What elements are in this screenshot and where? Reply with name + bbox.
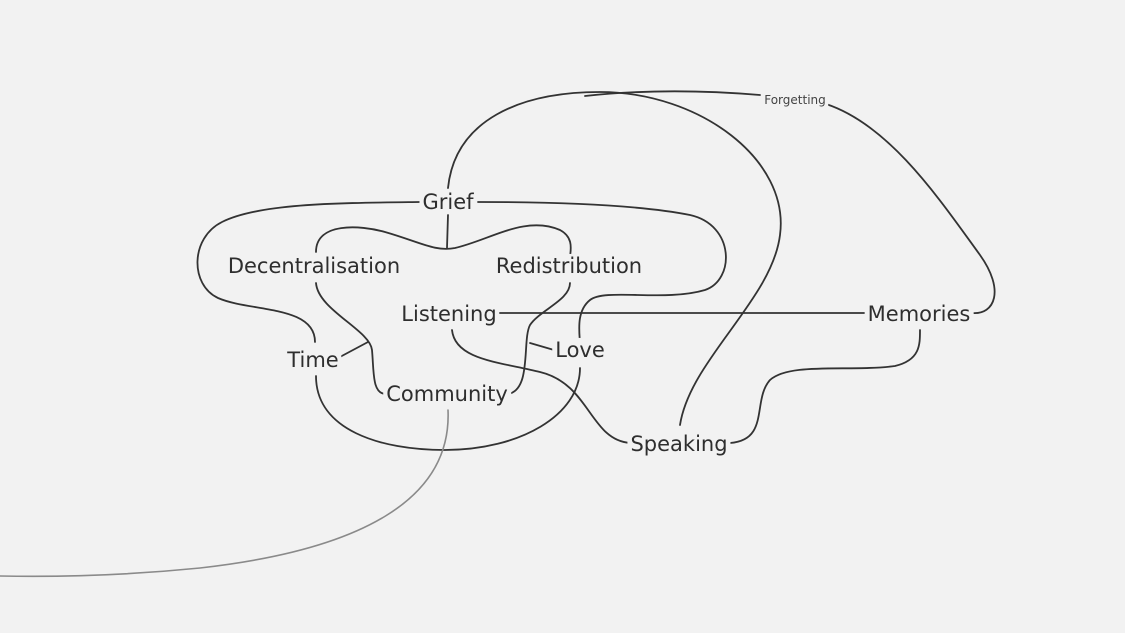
link-listening-speaking[interactable]: [451, 329, 631, 444]
node-memories[interactable]: Memories: [864, 301, 974, 327]
node-listening[interactable]: Listening: [398, 301, 500, 327]
link-grief-outer-loop[interactable]: [196, 201, 421, 343]
link-decentralisation-community[interactable]: [315, 282, 387, 395]
node-decentralisation[interactable]: Decentralisation: [224, 253, 404, 279]
node-love[interactable]: Love: [552, 337, 608, 363]
link-speaking-memories[interactable]: [729, 329, 921, 444]
node-time[interactable]: Time: [284, 347, 342, 373]
link-grief-right-loop[interactable]: [477, 201, 727, 346]
node-forgetting[interactable]: Forgetting: [762, 93, 828, 108]
link-forgetting-top[interactable]: [584, 90, 761, 97]
link-grief-forgetting-speaking[interactable]: [447, 91, 782, 426]
link-time-community[interactable]: [337, 341, 369, 359]
link-time-love-lower-loop[interactable]: [315, 367, 581, 451]
node-redistribution[interactable]: Redistribution: [492, 253, 646, 279]
link-grief-down[interactable]: [446, 214, 449, 249]
node-speaking[interactable]: Speaking: [627, 431, 731, 457]
node-grief[interactable]: Grief: [419, 189, 477, 215]
link-love[interactable]: [529, 342, 555, 351]
link-community-trailing[interactable]: [0, 409, 449, 578]
link-forgetting-memories[interactable]: [825, 103, 996, 314]
link-redistribution-community[interactable]: [507, 282, 571, 395]
link-decentralisation-redistribution[interactable]: [315, 224, 572, 259]
node-community[interactable]: Community: [383, 381, 511, 407]
